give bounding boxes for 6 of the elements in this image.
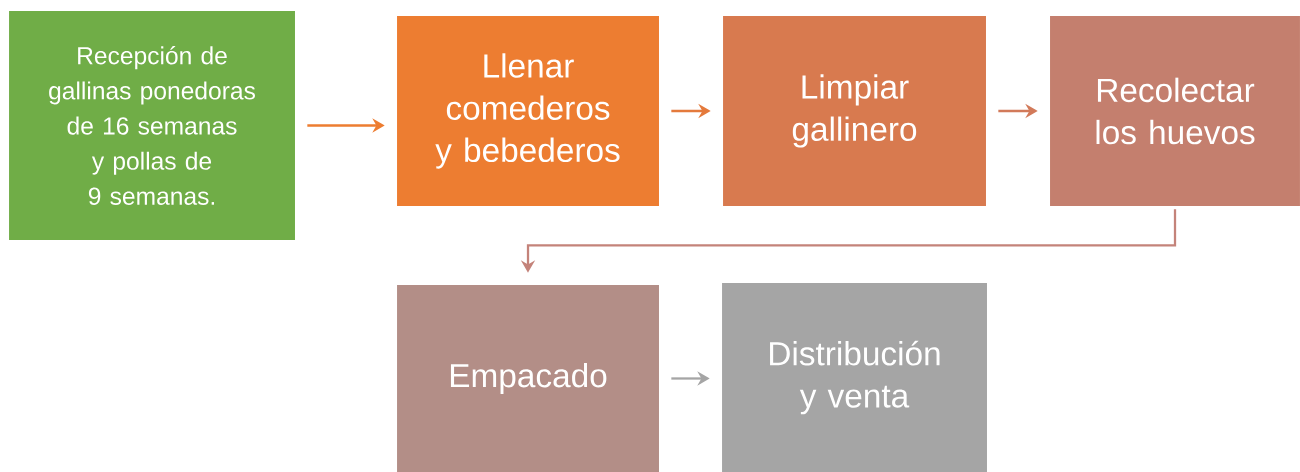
- process-box: Recolectar los huevos: [1050, 16, 1300, 206]
- process-box: Distribución y venta: [722, 283, 987, 472]
- process-box: Empacado: [397, 285, 659, 472]
- process-box: Limpiar gallinero: [723, 16, 986, 206]
- process-box: Recepción de gallinas ponedoras de 16 semanas y pollas de 9 semanas.: [9, 11, 295, 240]
- process-box: Llenar comederos y bebederos: [397, 16, 659, 206]
